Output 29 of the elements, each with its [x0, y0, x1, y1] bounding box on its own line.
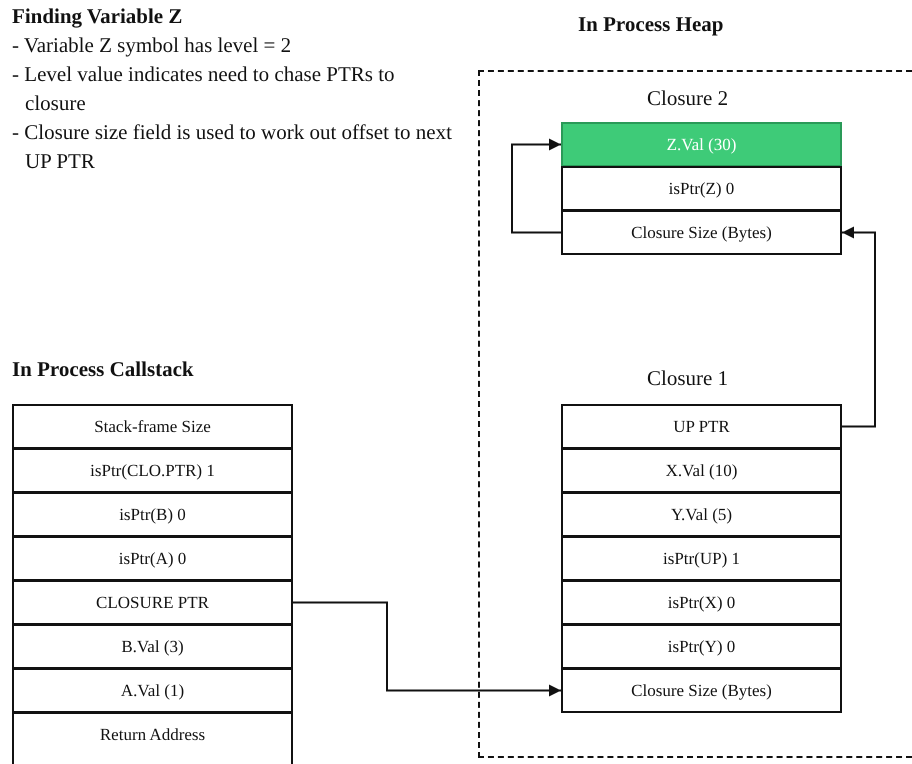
memory-cell: UP PTR [561, 404, 842, 449]
memory-cell: isPtr(B) 0 [12, 492, 293, 537]
memory-cell: B.Val (3) [12, 624, 293, 669]
region-heading: In Process Heap [578, 11, 724, 38]
closure-heading: Closure 1 [647, 365, 728, 392]
memory-cell: Closure Size (Bytes) [561, 210, 842, 255]
memory-cell: A.Val (1) [12, 668, 293, 713]
note-text: - Level value indicates need to chase PTRs to closure [12, 61, 396, 117]
memory-cell: CLOSURE PTR [12, 580, 293, 625]
memory-cell: Z.Val (30) [561, 122, 842, 167]
memory-cell: Stack-frame Size [12, 404, 293, 449]
heading: In Process Callstack [12, 356, 194, 383]
memory-cell: isPtr(X) 0 [561, 580, 842, 625]
memory-cell: isPtr(UP) 1 [561, 536, 842, 581]
note-text: - Closure size field is used to work out offset to next UP PTR [12, 119, 452, 175]
memory-cell: X.Val (10) [561, 448, 842, 493]
closure-heading: Closure 2 [647, 85, 728, 112]
memory-cell: isPtr(Z) 0 [561, 166, 842, 211]
arrow [293, 602, 561, 696]
memory-cell: Y.Val (5) [561, 492, 842, 537]
memory-cell: isPtr(CLO.PTR) 1 [12, 448, 293, 493]
note-text: - Variable Z symbol has level = 2 [12, 32, 292, 59]
heading: Finding Variable Z [12, 3, 182, 30]
memory-cell: Return Address [12, 712, 293, 764]
memory-cell: isPtr(Y) 0 [561, 624, 842, 669]
arrow [842, 226, 876, 428]
memory-cell: Closure Size (Bytes) [561, 668, 842, 713]
memory-cell: isPtr(A) 0 [12, 536, 293, 581]
arrow [511, 138, 561, 234]
